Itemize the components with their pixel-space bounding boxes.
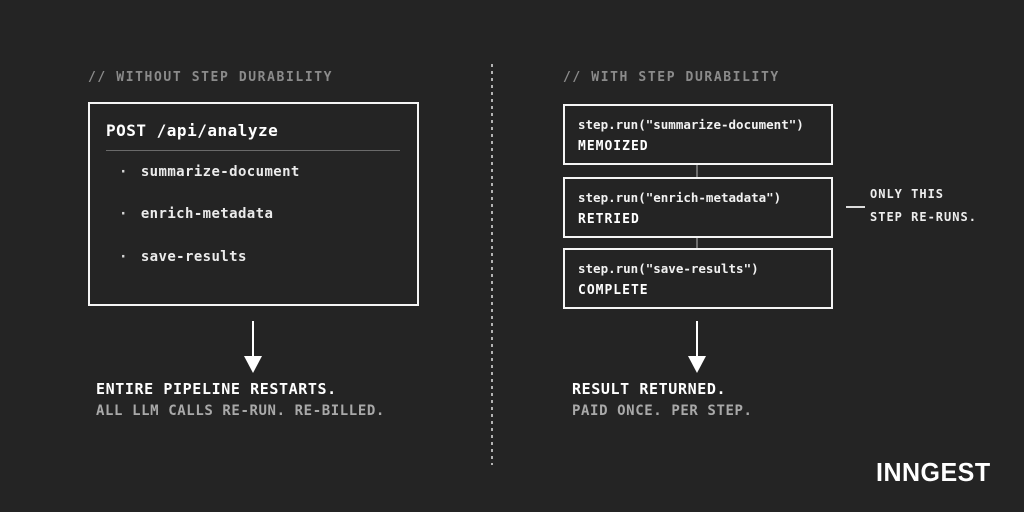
dotted-divider [491,64,493,465]
left-section-header: // WITHOUT STEP DURABILITY [88,70,334,85]
step-code: step.run("summarize-document") [578,117,804,132]
right-caption-secondary: PAID ONCE. PER STEP. [572,403,753,419]
pipeline-step-summarize: · summarize-document [119,164,300,180]
step-card-enrich: step.run("enrich-metadata") RETRIED [563,177,833,238]
right-section-header: // WITH STEP DURABILITY [563,70,780,85]
step-code: step.run("enrich-metadata") [578,190,782,205]
bullet-icon: · [119,249,128,265]
request-card-title: POST /api/analyze [106,121,279,140]
arrow-shaft [696,321,698,356]
step-status-badge: RETRIED [578,212,640,227]
bullet-icon: · [119,164,128,180]
left-caption-secondary: ALL LLM CALLS RE-RUN. RE-BILLED. [96,403,385,419]
arrow-shaft [252,321,254,356]
pipeline-step-label: save-results [140,249,247,265]
pipeline-step-label: enrich-metadata [140,206,274,222]
step-card-save: step.run("save-results") COMPLETE [563,248,833,309]
annotation-text-line1: ONLY THIS [870,187,945,201]
annotation-leader-line [846,206,865,208]
annotation-text-line2: STEP RE-RUNS. [870,210,977,224]
arrow-head [244,356,262,373]
request-card: POST /api/analyze · summarize-document ·… [88,102,419,306]
step-card-summarize: step.run("summarize-document") MEMOIZED [563,104,833,165]
down-arrow-left [244,321,262,373]
pipeline-step-enrich: · enrich-metadata [119,206,273,222]
request-card-divider [106,150,400,151]
step-status-badge: COMPLETE [578,283,649,298]
pipeline-step-label: summarize-document [140,164,300,180]
right-caption-primary: RESULT RETURNED. [572,380,727,398]
card-connector [696,238,698,248]
down-arrow-right [688,321,706,373]
step-status-badge: MEMOIZED [578,139,649,154]
bullet-icon: · [119,206,128,222]
inngest-logo: INNGEST [876,458,991,488]
card-connector [696,165,698,177]
arrow-head [688,356,706,373]
step-code: step.run("save-results") [578,261,759,276]
left-caption-primary: ENTIRE PIPELINE RESTARTS. [96,380,337,398]
pipeline-step-save: · save-results [119,249,247,265]
